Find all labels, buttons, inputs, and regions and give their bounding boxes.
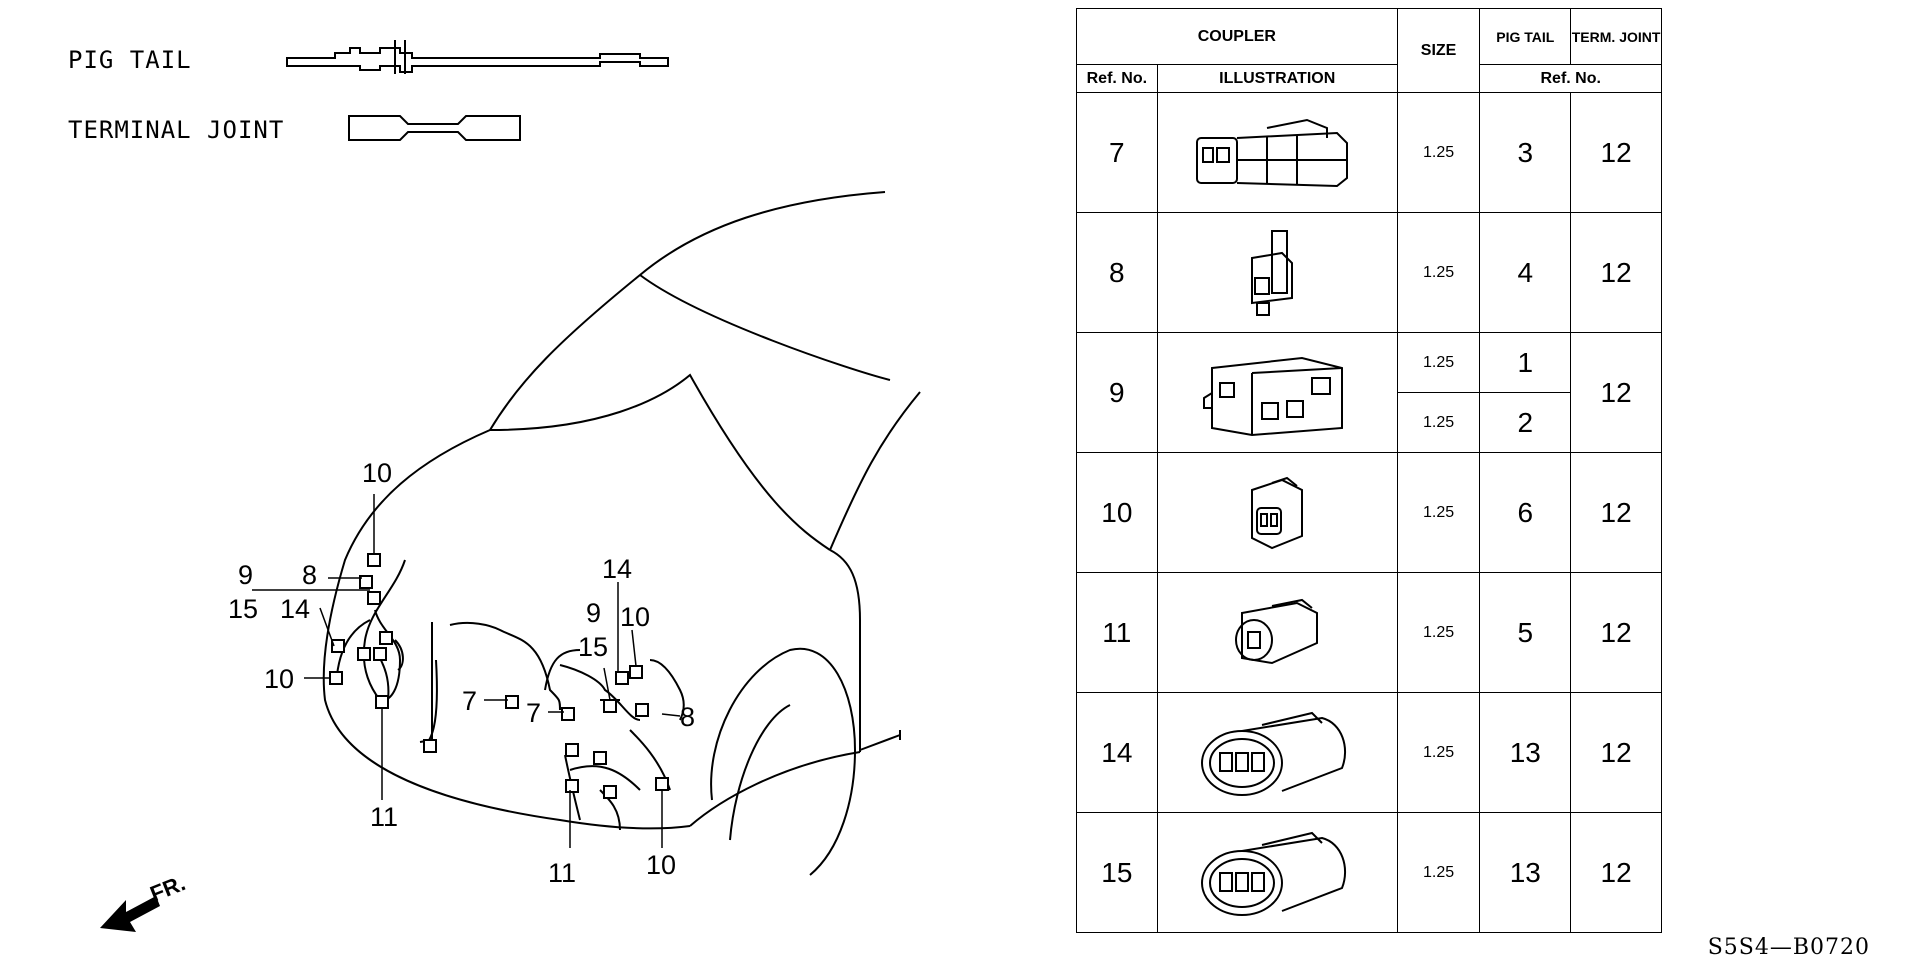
row-pig-tail: 1 (1479, 332, 1572, 393)
round-two-pin-coupler-icon (1235, 598, 1319, 664)
row-ref: 7 (1076, 92, 1158, 213)
row-illustration (1156, 212, 1398, 333)
callout-left-10-top: 10 (362, 458, 392, 488)
callout-center-10-top: 10 (620, 602, 650, 632)
row-pig-tail: 3 (1479, 92, 1572, 213)
table-row: 11 1.25 5 12 (1076, 572, 1662, 693)
row-size: 1.25 (1396, 452, 1481, 573)
header-illustration: ILLUSTRATION (1156, 64, 1398, 93)
callout-center-14: 14 (602, 554, 632, 584)
front-direction-arrow-icon: FR. (100, 870, 189, 932)
table-row: 10 1.25 6 12 (1076, 452, 1662, 573)
row-size: 1.25 (1396, 332, 1481, 393)
row-illustration (1156, 452, 1398, 573)
row-ref: 8 (1076, 212, 1158, 333)
diagram-code: S5S4—B0720 (1707, 935, 1870, 960)
coupler-table: COUPLER SIZE PIG TAIL TERM. JOINT Ref. N… (1076, 8, 1662, 933)
car-body-outline (322, 191, 921, 876)
callout-left-10-bottom: 10 (264, 664, 294, 694)
three-pin-coupler-icon (1201, 831, 1347, 916)
left-connectors (329, 553, 393, 709)
row-pig-tail: 6 (1479, 452, 1572, 573)
row-illustration (1156, 332, 1398, 453)
front-label: FR. (147, 870, 189, 906)
callout-center-11: 11 (548, 858, 576, 888)
row-term-joint: 12 (1570, 92, 1662, 213)
three-pin-coupler-icon (1201, 711, 1347, 796)
table-row: 1.25 2 (1077, 392, 1662, 453)
callout-center-7-left: 7 (462, 686, 477, 716)
terminal-joint-label: TERMINAL JOINT (68, 116, 285, 144)
row-pig-tail: 5 (1479, 572, 1572, 693)
callout-left-9: 9 (238, 560, 253, 590)
header-ref-no: Ref. No. (1076, 64, 1158, 93)
row-pig-tail: 4 (1479, 212, 1572, 333)
header-term-joint: TERM. JOINT (1570, 8, 1662, 65)
callout-left-11: 11 (370, 802, 398, 832)
row-size: 1.25 (1396, 392, 1481, 453)
dual-block-coupler-icon (1203, 356, 1344, 436)
row-term-joint: 12 (1570, 452, 1662, 573)
row-pig-tail: 13 (1479, 692, 1572, 813)
header-size: SIZE (1396, 8, 1481, 93)
row-ref: 10 (1076, 452, 1158, 573)
row-ref: 9 (1076, 332, 1158, 453)
harness-diagram: 10 9 8 15 14 10 11 7 7 14 9 10 15 8 11 1… (100, 40, 921, 932)
table-row: 9 1.25 1 12 (1076, 332, 1662, 453)
header-coupler: COUPLER (1076, 8, 1398, 65)
callout-left-8: 8 (302, 560, 317, 590)
callout-left-15: 15 (228, 594, 258, 624)
table-row: 7 1.25 3 12 (1076, 92, 1662, 213)
header-ref-no-group: Ref. No. (1479, 64, 1662, 93)
table-row: 14 1.25 13 12 (1076, 692, 1662, 813)
row-size: 1.25 (1396, 212, 1481, 333)
terminal-joint-icon (348, 115, 521, 141)
callout-center-10-bottom: 10 (646, 850, 676, 880)
row-size: 1.25 (1396, 812, 1481, 933)
row-term-joint: 12 (1570, 572, 1662, 693)
pig-tail-label: PIG TAIL (68, 46, 192, 74)
pig-tail-icon (286, 40, 669, 74)
row-size: 1.25 (1396, 692, 1481, 813)
callout-center-9: 9 (586, 598, 601, 628)
row-ref: 15 (1076, 812, 1158, 933)
row-ref: 14 (1076, 692, 1158, 813)
row-term-joint: 12 (1570, 332, 1662, 453)
row-term-joint: 12 (1570, 212, 1662, 333)
row-illustration (1156, 812, 1398, 933)
header-pig-tail: PIG TAIL (1479, 8, 1572, 65)
single-pin-coupler-icon (1251, 229, 1294, 316)
callout-left-14: 14 (280, 594, 310, 624)
row-pig-tail: 2 (1479, 392, 1572, 453)
row-term-joint: 12 (1570, 692, 1662, 813)
leader-lines (252, 494, 681, 848)
table-row: 15 1.25 13 12 (1076, 812, 1662, 933)
row-illustration (1156, 572, 1398, 693)
center-connectors (423, 665, 669, 799)
callout-center-8: 8 (680, 702, 695, 732)
row-term-joint: 12 (1570, 812, 1662, 933)
small-two-pin-coupler-icon (1251, 476, 1304, 549)
callout-center-7-right: 7 (526, 698, 541, 728)
row-illustration (1156, 92, 1398, 213)
table-row: 8 1.25 4 12 (1076, 212, 1662, 333)
two-pin-coupler-icon (1196, 118, 1349, 187)
row-size: 1.25 (1396, 572, 1481, 693)
row-illustration (1156, 692, 1398, 813)
row-ref: 11 (1076, 572, 1158, 693)
row-pig-tail: 13 (1479, 812, 1572, 933)
row-size: 1.25 (1396, 92, 1481, 213)
callout-center-15: 15 (578, 632, 608, 662)
